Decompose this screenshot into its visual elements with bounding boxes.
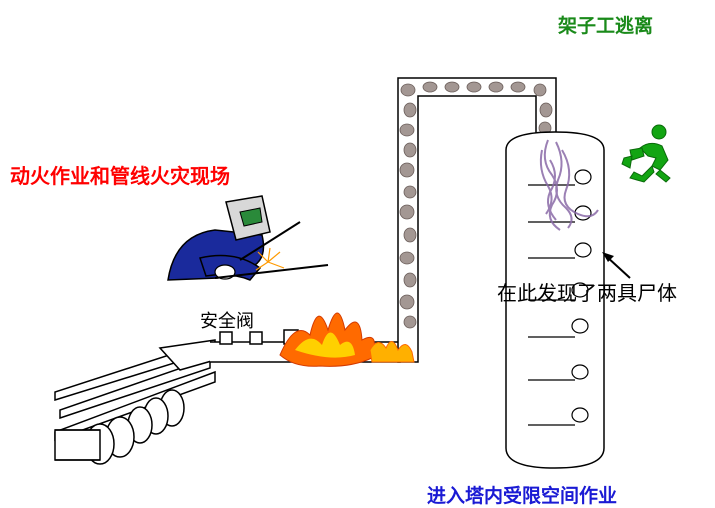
bodies-found-label: 在此发现了两具尸体	[497, 281, 677, 305]
pipe-rack	[54, 339, 216, 465]
tower	[505, 131, 605, 469]
running-man-icon	[621, 124, 671, 183]
safety-valve-label: 安全阀	[200, 311, 254, 332]
welder-figure	[167, 195, 329, 281]
smoke-trail	[399, 81, 553, 329]
pointer-arrow	[602, 252, 631, 279]
scaffolder-escape-label: 架子工逃离	[558, 15, 654, 37]
vertical-pipe	[397, 77, 557, 363]
fire-scene-label: 动火作业和管线火灾现场	[10, 164, 230, 188]
welding-sparks	[255, 247, 285, 271]
tower-smoke	[539, 139, 599, 231]
fire-burst	[279, 312, 415, 367]
enter-tower-label: 进入塔内受限空间作业	[427, 485, 618, 507]
